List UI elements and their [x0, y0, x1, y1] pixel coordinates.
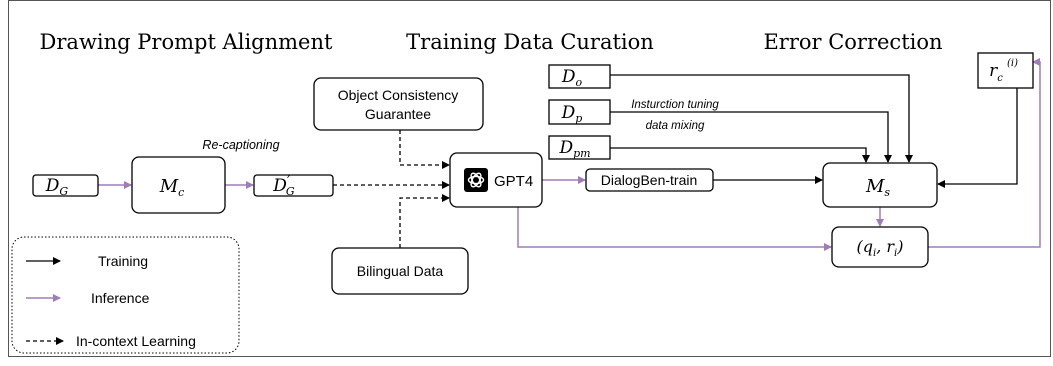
arrow-dpm-ms [610, 147, 870, 163]
svg-text:D′G: D′G [272, 174, 295, 198]
node-mc: Mc [131, 156, 226, 214]
section-title-drawing: Drawing Prompt Alignment [40, 30, 333, 54]
node-dialogben-train: DialogBen-train [585, 168, 714, 192]
svg-text:Mc: Mc [159, 176, 185, 199]
node-ms: Ms [822, 162, 938, 208]
svg-text:In-context Learning: In-context Learning [76, 333, 196, 349]
node-bilingual-data: Bilingual Data [331, 247, 469, 295]
openai-logo-icon [464, 168, 488, 192]
svg-text:Inference: Inference [91, 290, 150, 306]
svg-text:Guarantee: Guarantee [365, 106, 431, 122]
node-dg: DG [32, 174, 99, 198]
svg-text:GPT4: GPT4 [494, 173, 533, 190]
svg-text:rc: rc [989, 61, 1003, 84]
svg-text:DialogBen-train: DialogBen-train [601, 172, 698, 188]
svg-text:Insturction tuning: Insturction tuning [631, 99, 719, 111]
node-do: Do [548, 64, 611, 89]
svg-text:(i): (i) [1007, 58, 1018, 69]
svg-text:DG: DG [45, 176, 69, 198]
arrow-do-ms [610, 74, 913, 163]
annotation-recaptioning: Re-captioning [202, 138, 279, 152]
legend-training: Training [26, 253, 148, 269]
svg-text:Training: Training [98, 253, 148, 269]
svg-text:(qi, ri): (qi, ri) [857, 237, 904, 259]
diagram-frame [8, 0, 1051, 357]
legend: Training Inference In-context Learning [11, 236, 240, 354]
node-dp: Dp [548, 99, 611, 125]
svg-text:Dp: Dp [561, 103, 583, 125]
node-rc: rc (i) [977, 52, 1034, 89]
node-qr: (qi, ri) [831, 226, 929, 268]
arrow-rc-ms [937, 88, 1018, 188]
node-dg-prime: D′G [253, 174, 334, 198]
svg-text:Ms: Ms [865, 176, 890, 199]
arrow-bilingual-gpt4 [399, 194, 450, 248]
svg-text:Object Consistency: Object Consistency [338, 87, 459, 103]
svg-text:Bilingual Data: Bilingual Data [357, 263, 444, 279]
legend-icl: In-context Learning [26, 333, 196, 349]
svg-text:Do: Do [561, 67, 583, 89]
node-gpt4: GPT4 [449, 152, 543, 208]
section-title-curation: Training Data Curation [406, 30, 654, 54]
svg-text:data mixing: data mixing [646, 120, 705, 132]
svg-text:Dpm: Dpm [558, 138, 590, 160]
section-title-correction: Error Correction [763, 30, 942, 54]
legend-inference: Inference [26, 290, 150, 306]
arrow-dp-ms [610, 111, 892, 163]
arrow-occ-gpt4 [399, 130, 450, 169]
arrow-qr-rc [928, 58, 1041, 248]
node-dpm: Dpm [548, 135, 611, 160]
arrow-gpt4-qr [517, 207, 832, 251]
annotation-instruction-tuning: Insturction tuning data mixing [631, 99, 719, 132]
node-object-consistency: Object Consistency Guarantee [313, 77, 484, 131]
